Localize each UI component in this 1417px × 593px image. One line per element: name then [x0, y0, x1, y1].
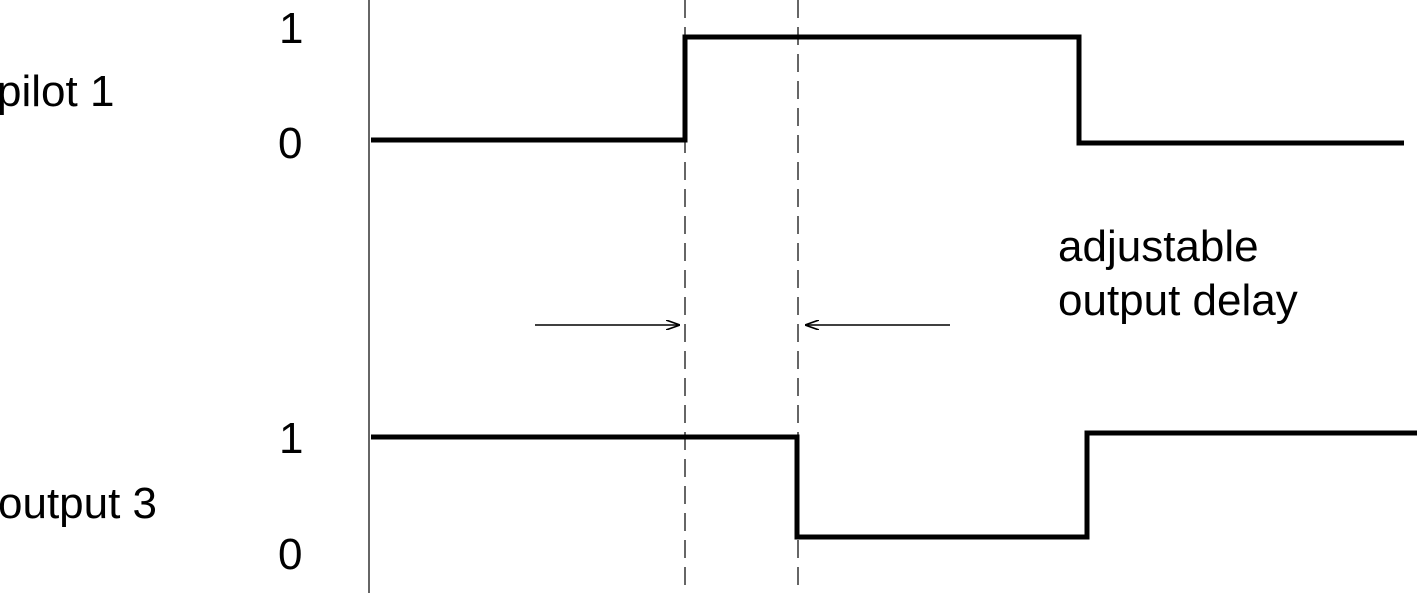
output-3-low-level-label: 0	[278, 530, 303, 579]
pilot-1-low-level-label: 0	[278, 119, 303, 168]
pilot-1-waveform	[371, 34, 1404, 146]
output-3-label: output 3	[0, 479, 158, 528]
pilot-1-label: pilot 1	[0, 67, 115, 116]
delay-annotation-line-2: output delay	[1058, 276, 1298, 325]
delay-annotation: adjustable output delay	[1058, 220, 1298, 328]
delay-annotation-line-1: adjustable	[1058, 222, 1259, 271]
output-3-waveform	[371, 430, 1417, 540]
output-3-high-level-label: 1	[279, 414, 304, 463]
pilot-1-high-level-label: 1	[279, 4, 304, 53]
